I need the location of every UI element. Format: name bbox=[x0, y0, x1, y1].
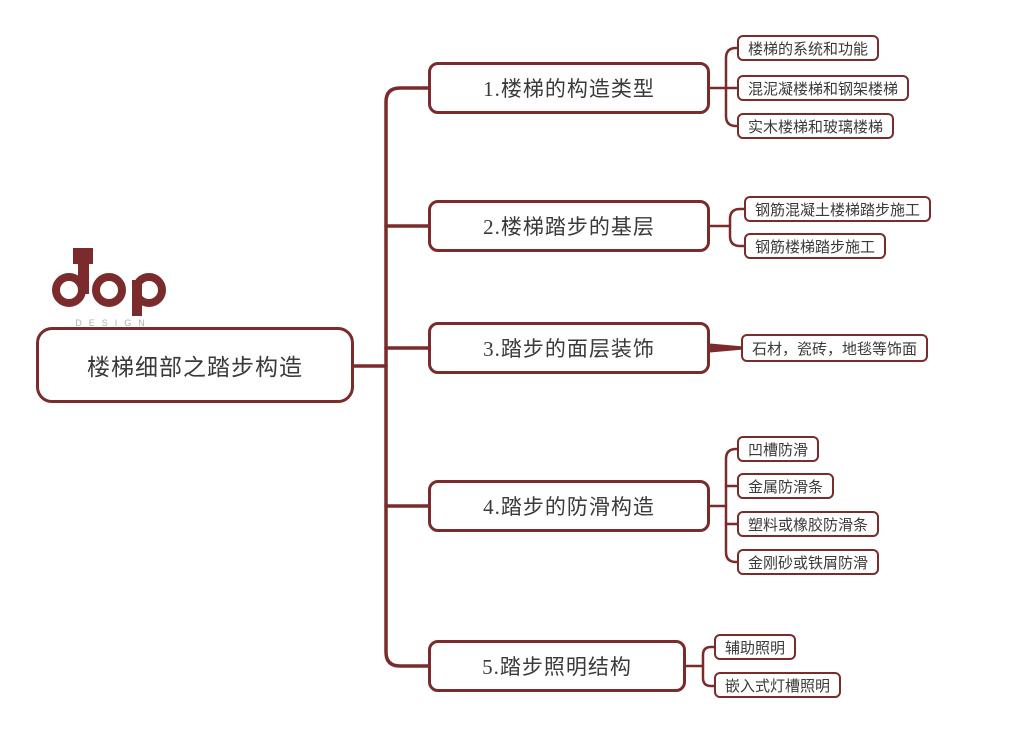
leaf-node-2-2: 钢筋楼梯踏步施工 bbox=[744, 233, 887, 259]
branch-node-5: 5.踏步照明结构 bbox=[428, 640, 686, 692]
leaf-node-4-3: 塑料或橡胶防滑条 bbox=[737, 511, 880, 537]
leaf-node-5-1: 辅助照明 bbox=[714, 634, 797, 660]
leaf-node-5-2: 嵌入式灯槽照明 bbox=[714, 672, 842, 698]
branch-node-2: 2.楼梯踏步的基层 bbox=[428, 200, 710, 252]
root-node: 楼梯细部之踏步构造 bbox=[36, 327, 354, 403]
leaf-node-3-1: 石材，瓷砖，地毯等饰面 bbox=[741, 334, 929, 362]
branch-node-1: 1.楼梯的构造类型 bbox=[428, 62, 710, 114]
leaf-node-2-1: 钢筋混凝土楼梯踏步施工 bbox=[744, 196, 932, 222]
logo-subtitle: DESIGN bbox=[75, 318, 152, 328]
leaf-node-1-2: 混泥凝楼梯和钢架楼梯 bbox=[737, 75, 910, 101]
leaf-node-4-2: 金属防滑条 bbox=[737, 473, 835, 499]
leaf-node-1-3: 实木楼梯和玻璃楼梯 bbox=[737, 113, 895, 139]
leaf-node-4-4: 金刚砂或铁屑防滑 bbox=[737, 549, 880, 575]
leaf-node-4-1: 凹槽防滑 bbox=[737, 436, 820, 462]
branch-node-3: 3.踏步的面层装饰 bbox=[428, 322, 710, 374]
leaf-node-1-1: 楼梯的系统和功能 bbox=[737, 35, 880, 61]
dop-logo-mark bbox=[52, 248, 166, 316]
branch-node-4: 4.踏步的防滑构造 bbox=[428, 480, 710, 532]
logo: DESIGN bbox=[46, 248, 174, 328]
